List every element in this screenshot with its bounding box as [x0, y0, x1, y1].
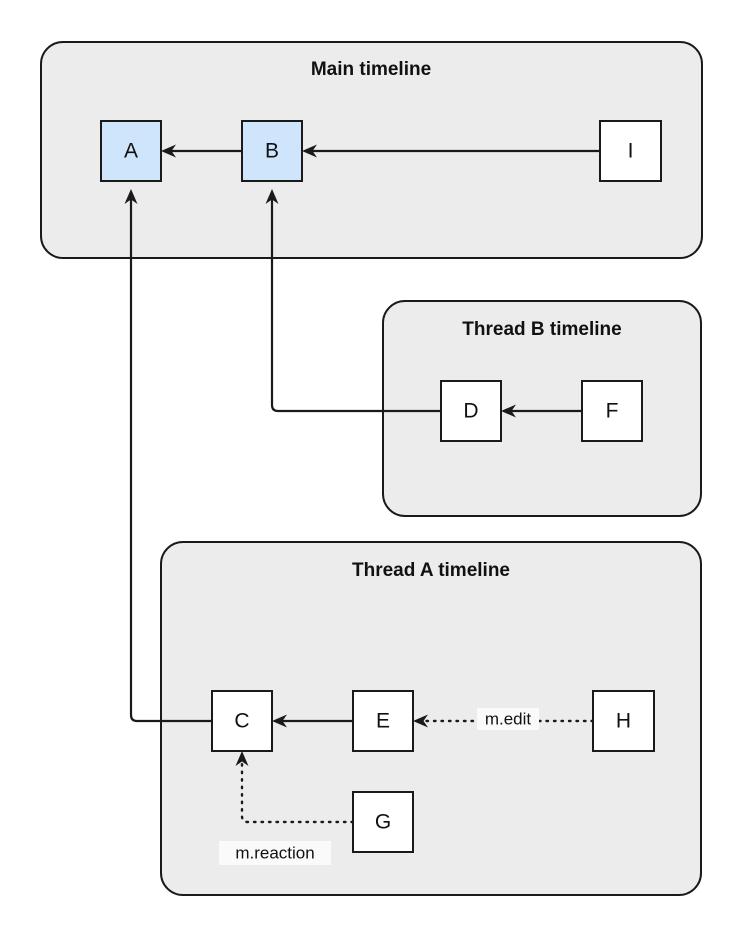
- timeline-group-title: Main timeline: [311, 59, 431, 80]
- event-node-box[interactable]: [352, 791, 414, 853]
- event-node-F[interactable]: F: [581, 380, 643, 442]
- arrowhead-icon: [272, 714, 287, 728]
- event-node-box[interactable]: [599, 120, 662, 182]
- edge-D-B: [265, 189, 441, 413]
- event-node-label: C: [234, 710, 249, 733]
- edge-label-backdrop: [477, 708, 539, 730]
- edge-label-backdrop: [219, 841, 331, 865]
- arrowhead-icon: [501, 404, 516, 418]
- event-node-box[interactable]: [440, 380, 502, 442]
- edge-C-A: [124, 189, 212, 723]
- edge-line: [270, 197, 441, 413]
- timeline-group-title: Thread B timeline: [462, 319, 621, 340]
- edge-label-H-E: m.edit: [477, 708, 539, 730]
- event-node-C[interactable]: C: [211, 690, 273, 752]
- event-node-box[interactable]: [592, 690, 655, 752]
- edge-I-B: [302, 144, 600, 158]
- timeline-group-box: [160, 541, 702, 896]
- arrowhead-icon: [302, 144, 317, 158]
- edge-F-D: [501, 404, 582, 418]
- edge-label-text: m.edit: [485, 709, 532, 728]
- event-node-box[interactable]: [352, 690, 414, 752]
- timeline-group-thread_b: Thread B timeline: [382, 300, 702, 517]
- arrowhead-icon: [413, 714, 428, 728]
- event-node-box[interactable]: [581, 380, 643, 442]
- event-node-H[interactable]: H: [592, 690, 655, 752]
- timeline-group-title: Thread A timeline: [352, 560, 510, 581]
- arrowhead-icon: [124, 189, 138, 204]
- arrowhead-icon: [161, 144, 176, 158]
- edge-H-E: [413, 714, 595, 728]
- event-node-label: H: [616, 710, 631, 733]
- edge-E-C: [272, 714, 353, 728]
- edge-label-G-C: m.reaction: [219, 841, 331, 865]
- event-node-G[interactable]: G: [352, 791, 414, 853]
- event-node-B[interactable]: B: [241, 120, 303, 182]
- event-node-E[interactable]: E: [352, 690, 414, 752]
- event-node-box[interactable]: [241, 120, 303, 182]
- event-node-label: D: [463, 400, 478, 423]
- arrowhead-icon: [235, 751, 249, 766]
- event-node-D[interactable]: D: [440, 380, 502, 442]
- event-nodes: A B I D F C E H G: [100, 120, 662, 853]
- edge-B-A: [161, 144, 242, 158]
- event-node-label: A: [124, 140, 138, 163]
- edge-line: [240, 757, 355, 824]
- edges: [124, 144, 600, 824]
- event-node-label: G: [375, 811, 391, 834]
- edge-line: [129, 197, 212, 723]
- event-node-label: E: [376, 710, 390, 733]
- event-node-label: I: [628, 140, 634, 163]
- event-node-label: B: [265, 140, 279, 163]
- event-node-I[interactable]: I: [599, 120, 662, 182]
- timeline-group-thread_a: Thread A timeline: [160, 541, 702, 896]
- event-node-box[interactable]: [100, 120, 162, 182]
- edge-G-C: [235, 751, 355, 824]
- event-node-label: F: [606, 400, 619, 423]
- event-node-A[interactable]: A: [100, 120, 162, 182]
- timeline-group-box: [382, 300, 702, 517]
- event-node-box[interactable]: [211, 690, 273, 752]
- edge-label-text: m.reaction: [235, 843, 314, 862]
- arrowhead-icon: [265, 189, 279, 204]
- edge-labels: m.edit m.reaction: [219, 708, 539, 865]
